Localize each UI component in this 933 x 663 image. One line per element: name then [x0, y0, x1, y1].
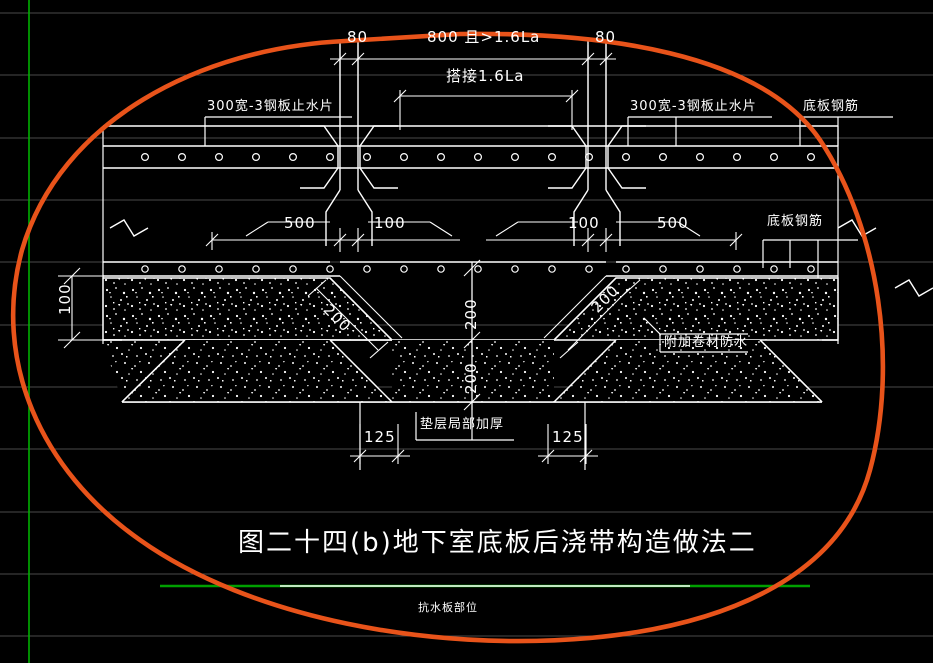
concrete-left: [102, 277, 394, 341]
dimension-slab-thickness: [58, 267, 104, 349]
note-leaders-top: [204, 116, 893, 146]
note-leader-membrane: [643, 317, 748, 353]
top-rebar-sections: [141, 153, 815, 162]
dim-right-100: 100: [568, 214, 600, 232]
note-slab-rebar-mid: 底板钢筋: [767, 214, 824, 229]
trench-fill: [122, 340, 822, 402]
dim-lap-length: 搭接1.6La: [446, 67, 525, 85]
note-leader-cushion: [415, 412, 514, 441]
break-symbols: [109, 219, 933, 297]
note-waterstop-left: 300宽-3钢板止水片: [207, 99, 334, 114]
dim-top-left-80: 80: [347, 28, 369, 46]
note-thickened-cushion: 垫层局部加厚: [420, 417, 505, 432]
dim-left-500: 500: [284, 214, 316, 232]
dim-left-100: 100: [374, 214, 406, 232]
dim-slab-thickness-100: 100: [56, 283, 74, 315]
dim-depth-upper-200: 200: [462, 298, 480, 330]
orange-annotation-ellipse: [10, 31, 886, 644]
dim-depth-lower-200: 200: [462, 362, 480, 394]
rebar-crank-outlines: [300, 125, 646, 189]
dimension-depth: [463, 259, 481, 411]
drawing-subtitle: 抗水板部位: [418, 601, 478, 614]
top-rebar-band: [103, 125, 838, 169]
note-waterstop-right: 300宽-3钢板止水片: [630, 99, 757, 114]
dim-top-right-80: 80: [595, 28, 617, 46]
dimension-lines-top: [330, 45, 616, 130]
dim-right-500: 500: [657, 214, 689, 232]
dimension-lines-mid: [205, 221, 743, 252]
dim-cushion-left-125: 125: [364, 428, 396, 446]
slab-top-rebar-line: [103, 261, 838, 277]
dimension-haunch: [307, 275, 641, 359]
dimension-125: [350, 424, 598, 464]
slab-rebar-sections: [141, 265, 815, 273]
waterstop-plate-left: [325, 40, 373, 246]
dim-top-center: 800 且>1.6La: [427, 28, 541, 46]
note-slab-rebar-top: 底板钢筋: [803, 99, 860, 114]
dim-cushion-right-125: 125: [552, 428, 584, 446]
note-extra-membrane: 附加卷材防水: [664, 335, 749, 350]
drawing-title: 图二十四(b)地下室底板后浇带构造做法二: [238, 528, 757, 558]
